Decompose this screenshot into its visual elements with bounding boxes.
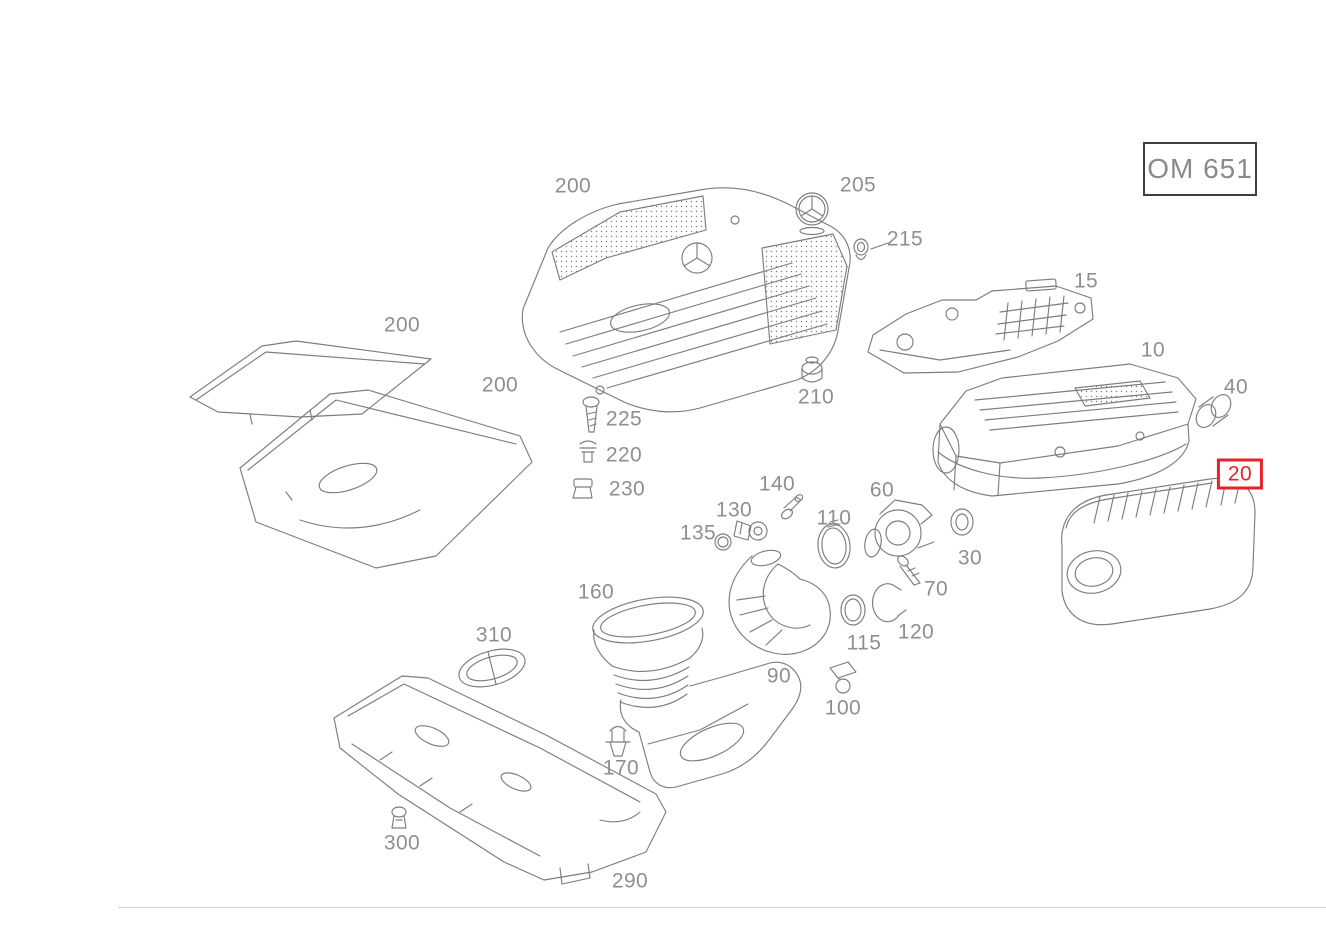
engine-cover-top-drawing [521, 187, 851, 413]
engine-cover-front-drawing [239, 389, 533, 569]
part-label-70[interactable]: 70 [923, 577, 949, 601]
part-label-300[interactable]: 300 [383, 831, 421, 855]
sensor-130-drawing [733, 520, 768, 541]
air-filter-element-20-drawing [1061, 477, 1256, 626]
part-label-215[interactable]: 215 [886, 227, 924, 251]
air-cleaner-housing-10-drawing [932, 363, 1197, 497]
intake-housing-60-drawing [864, 499, 935, 558]
cover-housing-15-drawing [867, 278, 1094, 374]
clip-220-drawing [579, 440, 597, 463]
grommet-210-drawing [801, 356, 823, 383]
hose-clamp-120-drawing [871, 583, 907, 623]
part-label-15[interactable]: 15 [1073, 269, 1099, 293]
part-label-225[interactable]: 225 [605, 407, 643, 431]
part-label-140[interactable]: 140 [758, 472, 796, 496]
part-label-310[interactable]: 310 [475, 623, 513, 647]
part-label-160[interactable]: 160 [577, 580, 615, 604]
clip-230-drawing [572, 478, 593, 499]
screw-140-drawing [781, 494, 804, 520]
connector-tube-40-drawing [1195, 394, 1232, 428]
part-label-205[interactable]: 205 [839, 173, 877, 197]
hose-clamp-110-drawing [817, 519, 851, 569]
part-label-60[interactable]: 60 [869, 478, 895, 502]
part-label-90[interactable]: 90 [766, 664, 792, 688]
part-label-20-selected[interactable]: 20 [1216, 458, 1264, 490]
part-label-170[interactable]: 170 [602, 756, 640, 780]
part-label-110[interactable]: 110 [816, 506, 852, 530]
part-label-30[interactable]: 30 [957, 546, 983, 570]
clip-170-drawing [605, 725, 631, 757]
hose-clamp-115-drawing [840, 594, 866, 626]
grommet-215-drawing [853, 238, 889, 261]
part-label-135[interactable]: 135 [679, 521, 717, 545]
clamp-135-drawing [714, 533, 732, 551]
star-emblem-drawing [795, 192, 829, 236]
cowl-panel-290-drawing [333, 675, 667, 885]
part-label-120[interactable]: 120 [897, 620, 935, 644]
engine-code-frame: OM 651 [1143, 142, 1257, 196]
bottom-divider [118, 907, 1326, 908]
screw-70-drawing [897, 555, 921, 586]
screw-225-drawing [582, 396, 600, 433]
part-label-290[interactable]: 290 [611, 869, 649, 893]
engine-cover-left-drawing [189, 340, 432, 425]
intake-hose-90-drawing [728, 549, 831, 655]
part-label-10[interactable]: 10 [1140, 338, 1166, 362]
part-label-130[interactable]: 130 [715, 498, 753, 522]
part-label-115[interactable]: 115 [846, 631, 882, 655]
part-label-200-front-cover[interactable]: 200 [481, 373, 519, 397]
part-label-100[interactable]: 100 [824, 696, 862, 720]
clip-300-drawing [391, 806, 407, 829]
cover-piece-310-drawing [458, 648, 526, 688]
part-label-220[interactable]: 220 [605, 443, 643, 467]
part-label-200-left-cover[interactable]: 200 [383, 313, 421, 337]
part-label-40[interactable]: 40 [1223, 375, 1249, 399]
sensor-100-drawing [829, 661, 857, 694]
engine-code-label: OM 651 [1147, 153, 1253, 184]
seal-ring-30-drawing [950, 508, 974, 536]
part-label-200-top-cover[interactable]: 200 [554, 174, 592, 198]
part-label-230[interactable]: 230 [608, 477, 646, 501]
intake-duct-160-drawing [592, 596, 802, 789]
part-label-210[interactable]: 210 [797, 385, 835, 409]
